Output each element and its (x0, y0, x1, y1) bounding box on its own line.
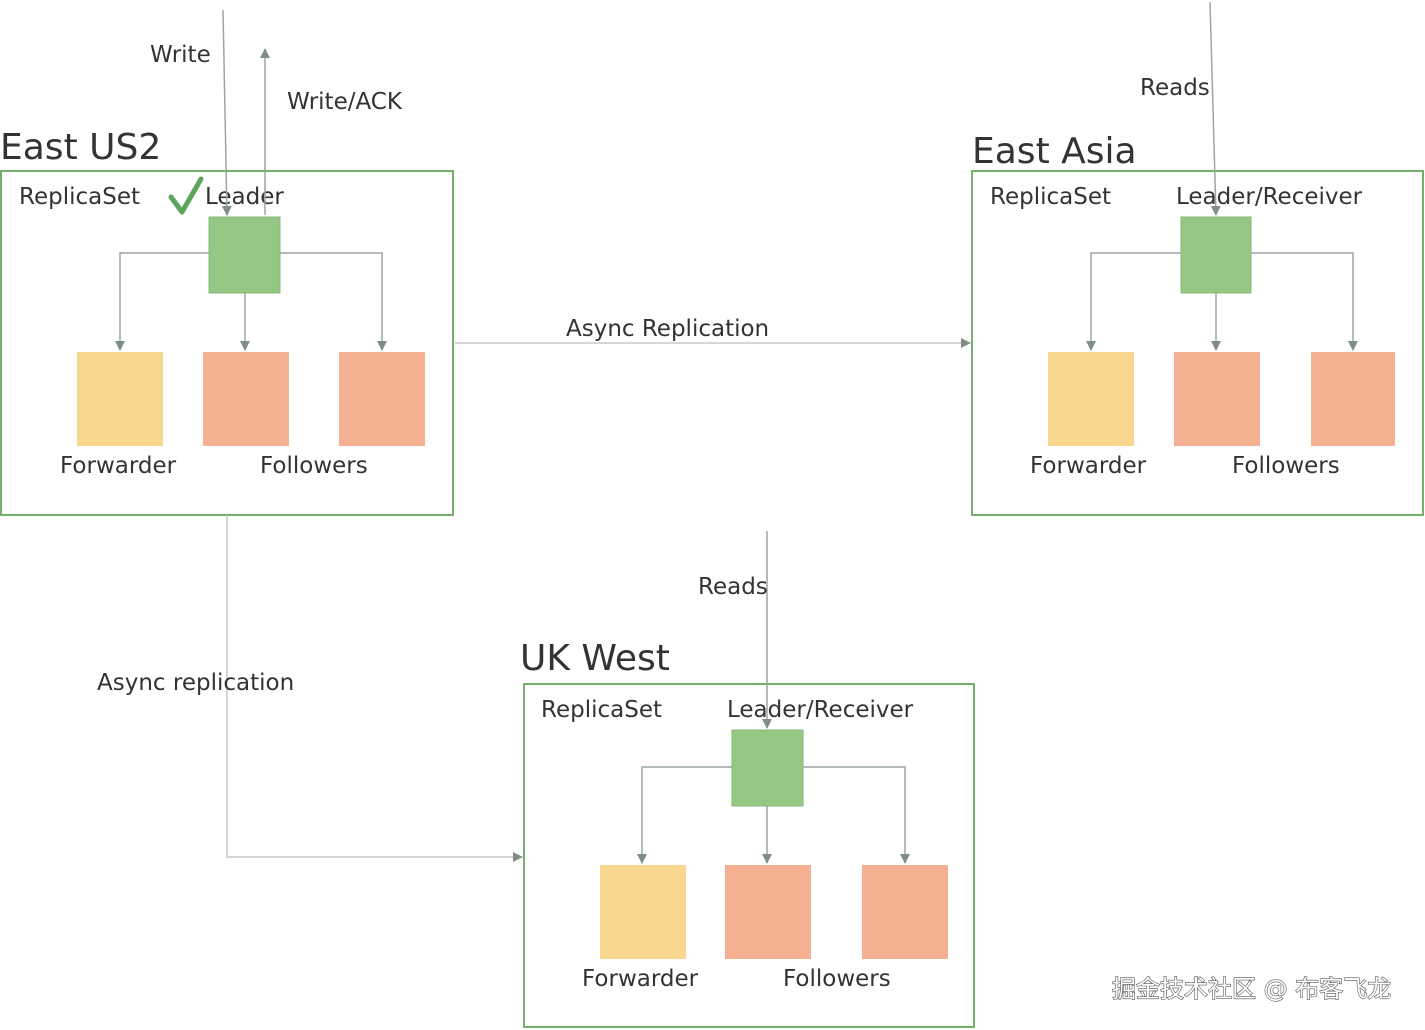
east-us2-forwarder-label: Forwarder (60, 453, 177, 479)
east-us2-leader-node (208, 216, 281, 294)
write-label: Write (150, 42, 211, 68)
east-asia-follower-node-2 (1311, 352, 1395, 446)
uk-west-follower-node-1 (725, 865, 811, 959)
east-us2-follower-node-1 (203, 352, 289, 446)
reads-uk-west-label: Reads (698, 574, 768, 600)
east-asia-title: East Asia (972, 131, 1137, 172)
uk-west-connectors (637, 766, 910, 864)
async-replication-lower-label: Async replication (97, 670, 294, 696)
east-us2-forwarder-node (77, 352, 163, 446)
reads-east-asia-label: Reads (1140, 75, 1210, 101)
east-asia-connectors (1086, 252, 1358, 351)
check-icon (168, 176, 204, 215)
east-us2-connectors (115, 252, 387, 351)
uk-west-follower-node-2 (862, 865, 948, 959)
east-asia-leader-label: Leader/Receiver (1176, 184, 1363, 210)
east-us2-replicaset-label: ReplicaSet (19, 184, 140, 210)
async-replication-lower-arrow (226, 515, 523, 862)
uk-west-region-box (523, 683, 975, 1028)
uk-west-leader-node (731, 729, 804, 807)
east-us2-followers-label: Followers (260, 453, 368, 479)
uk-west-leader-label: Leader/Receiver (727, 697, 914, 723)
east-asia-region-box (971, 170, 1424, 516)
uk-west-replicaset-label: ReplicaSet (541, 697, 662, 723)
east-us2-title: East US2 (0, 127, 161, 168)
uk-west-followers-label: Followers (783, 966, 891, 992)
east-asia-follower-node-1 (1174, 352, 1260, 446)
east-asia-replicaset-label: ReplicaSet (990, 184, 1111, 210)
east-asia-followers-label: Followers (1232, 453, 1340, 479)
uk-west-forwarder-node (600, 865, 686, 959)
east-asia-leader-node (1180, 216, 1252, 294)
east-us2-leader-label: Leader (205, 184, 284, 210)
async-replication-label: Async Replication (566, 316, 769, 342)
east-asia-forwarder-node (1048, 352, 1134, 446)
write-arrow (221, 9, 232, 216)
write-ack-label: Write/ACK (287, 89, 403, 115)
east-asia-forwarder-label: Forwarder (1030, 453, 1147, 479)
watermark-text: 掘金技术社区 @ 布客飞龙 (1112, 975, 1391, 1003)
east-us2-follower-node-2 (339, 352, 425, 446)
uk-west-forwarder-label: Forwarder (582, 966, 699, 992)
reads-east-asia-arrow (1209, 1, 1221, 216)
uk-west-title: UK West (520, 638, 670, 679)
